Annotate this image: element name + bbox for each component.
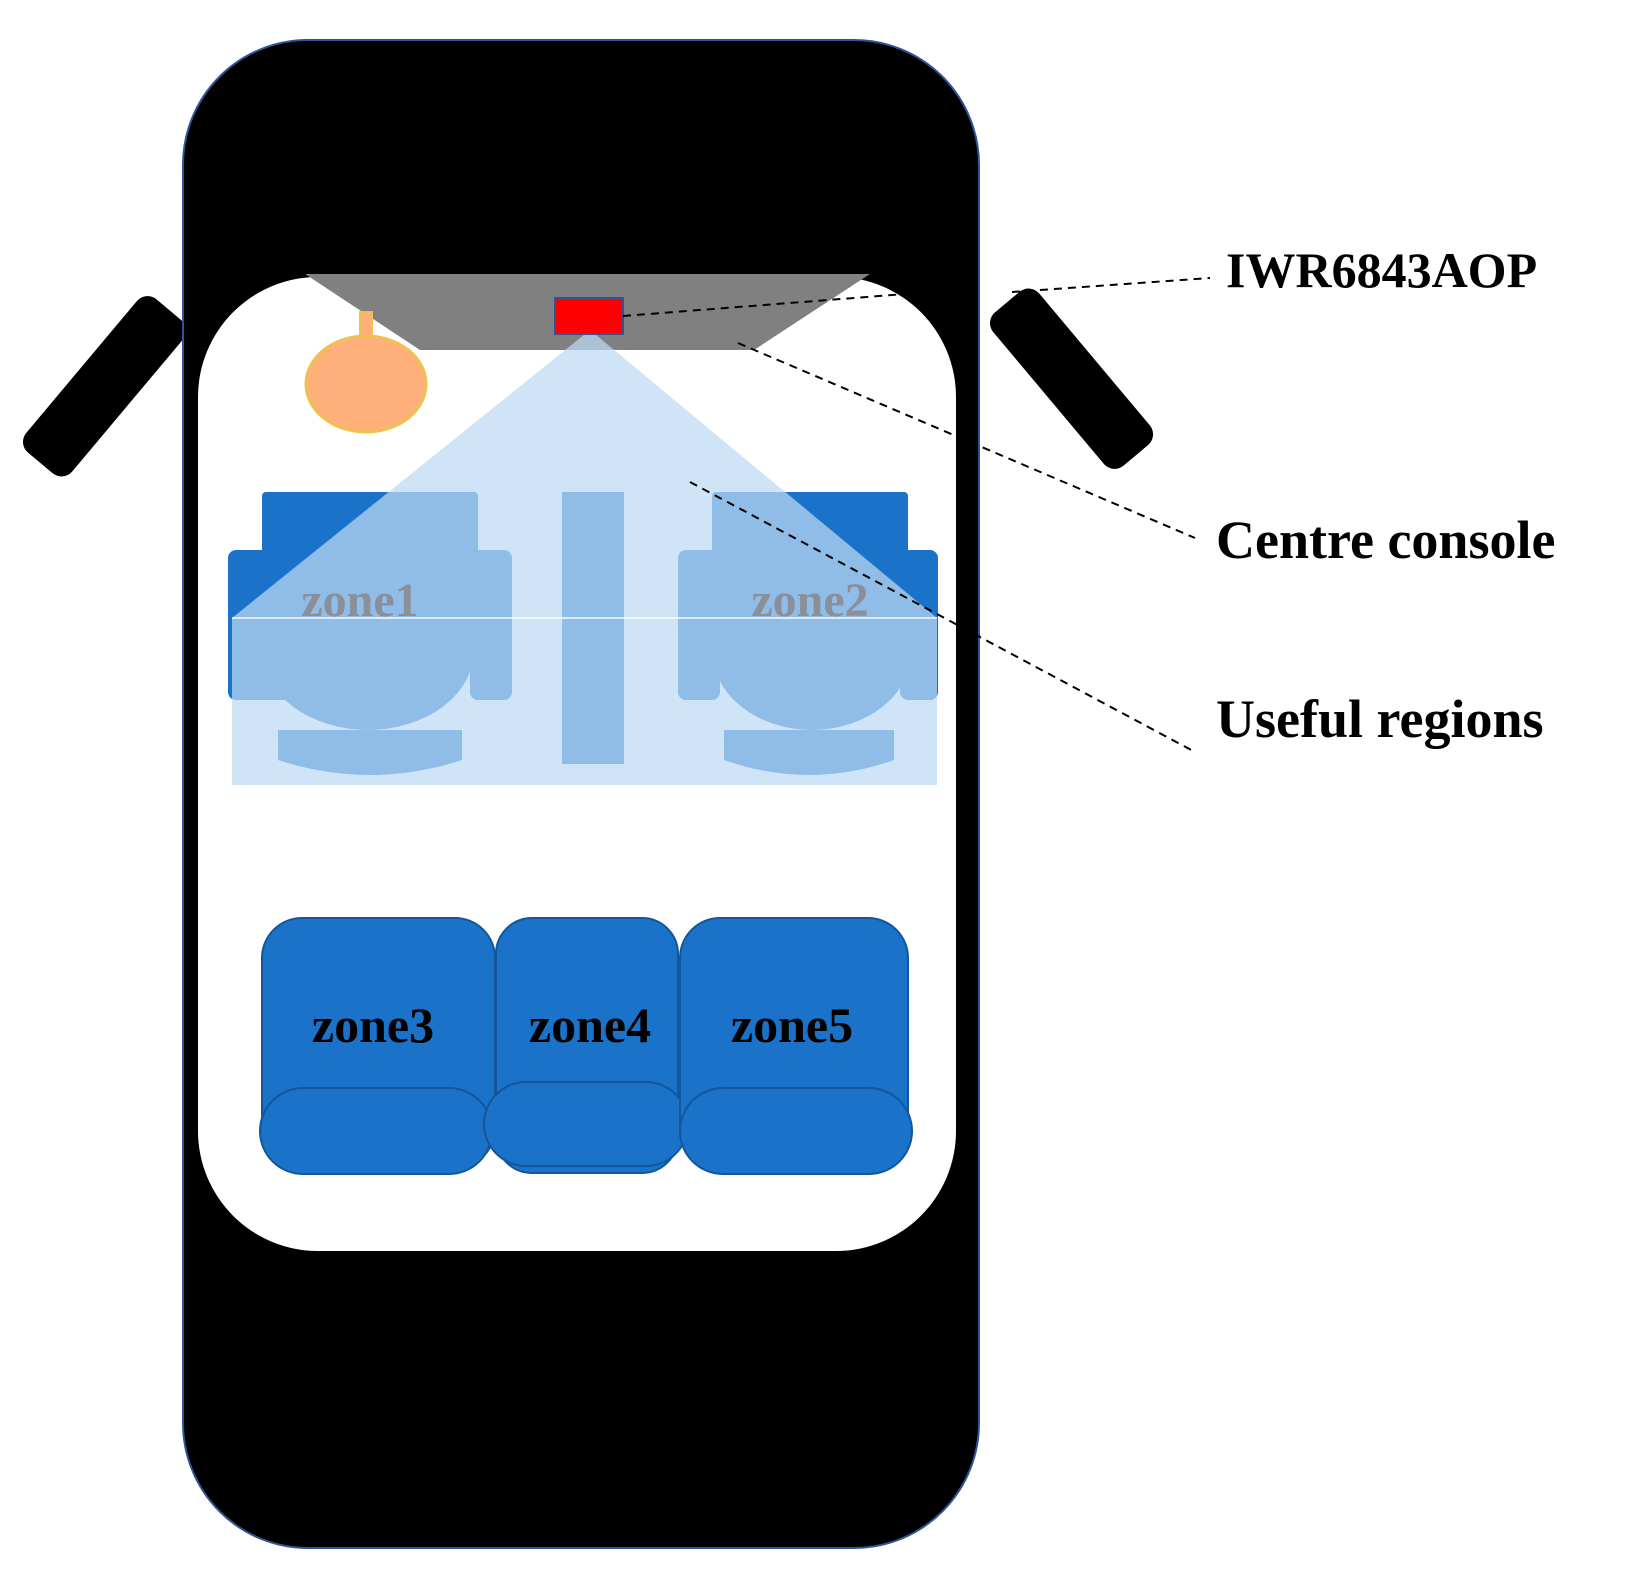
- useful-regions-callout-label: Useful regions: [1216, 689, 1544, 749]
- sensor-callout-label: IWR6843AOP: [1226, 242, 1537, 298]
- useful-region-overlay: [232, 330, 937, 785]
- zone4-label: zone4: [529, 997, 651, 1053]
- rear-view-mirror-icon: [304, 311, 428, 434]
- sensor-leader-line-outer: [1011, 277, 1211, 293]
- console-callout-label: Centre console: [1216, 510, 1555, 570]
- zone3-label: zone3: [312, 997, 434, 1053]
- zone5-label: zone5: [731, 997, 853, 1053]
- radar-sensor-icon: [554, 297, 624, 335]
- rear-right-seat-icon: [679, 917, 913, 1175]
- zone1-label: zone1: [301, 574, 418, 627]
- rear-left-seat-icon: [259, 917, 496, 1175]
- sensor-leader-line: [622, 293, 906, 317]
- right-side-mirror: [989, 288, 1154, 469]
- rear-middle-seat-icon: [483, 917, 689, 1174]
- left-side-mirror: [22, 296, 187, 477]
- useful-regions-leader-line: [689, 481, 1196, 753]
- zone2-label: zone2: [751, 574, 868, 627]
